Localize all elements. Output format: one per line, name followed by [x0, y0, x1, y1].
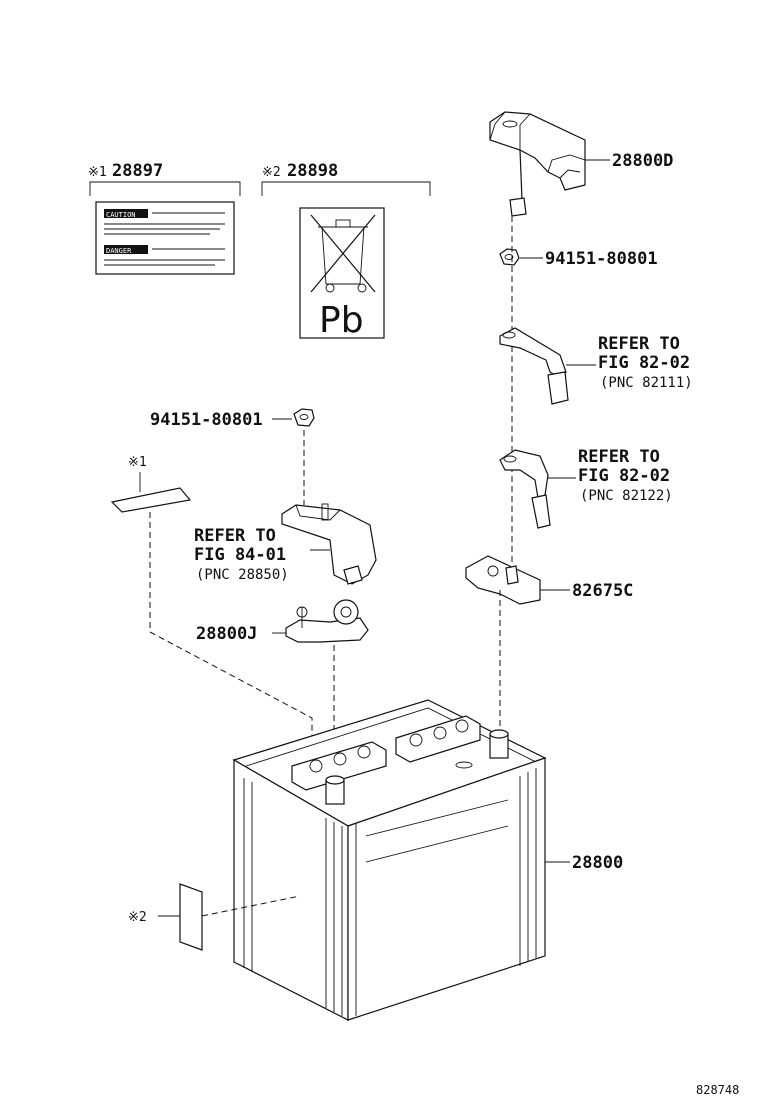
- sticker-28898-position[interactable]: [179, 883, 203, 951]
- terminal-pnc-82111[interactable]: [499, 327, 596, 405]
- label1-mark: ※1: [88, 165, 107, 180]
- ref-82122-pnc: (PNC 82122): [580, 488, 673, 504]
- ref-28850-line1: REFER TO: [194, 526, 276, 546]
- label-nut-right[interactable]: 94151-80801: [545, 249, 658, 269]
- lead-symbol: Pb: [319, 300, 364, 341]
- warning-header1-text: CAUTION: [106, 211, 136, 219]
- ref-82111-line2[interactable]: FIG 82-02: [598, 353, 690, 373]
- label-28898-group: ※2 28898 Pb: [261, 161, 431, 341]
- ref-82111-line1: REFER TO: [598, 334, 680, 354]
- battery-cover-28800D[interactable]: [489, 111, 610, 217]
- label-28800[interactable]: 28800: [572, 853, 623, 873]
- ref-28850-pnc: (PNC 28850): [196, 567, 289, 583]
- label-82675C[interactable]: 82675C: [572, 581, 633, 601]
- label2-mark: ※2: [262, 165, 281, 180]
- nut-94151-left[interactable]: [272, 408, 315, 427]
- ref-82122-line2[interactable]: FIG 82-02: [578, 466, 670, 486]
- battery-28800[interactable]: [232, 699, 570, 1021]
- sticker-28897-position[interactable]: [110, 487, 192, 513]
- label1-part-number[interactable]: 28897: [112, 161, 163, 181]
- diagram-id: 828748: [696, 1083, 739, 1097]
- ref-82111-pnc: (PNC 82111): [600, 375, 693, 391]
- label-28897-group: ※1 28897 CAUTION DANGER: [88, 161, 241, 275]
- fuse-block-pnc-28850[interactable]: [281, 503, 377, 585]
- mark-2-text: ※2: [128, 910, 147, 925]
- label2-part-number[interactable]: 28898: [287, 161, 338, 181]
- label-nut-left[interactable]: 94151-80801: [150, 410, 263, 430]
- mark-1-text: ※1: [128, 455, 147, 470]
- terminal-pnc-82122[interactable]: [499, 449, 576, 529]
- warning-header-block1: [104, 209, 148, 218]
- warning-header-block2: [104, 245, 148, 254]
- label-28800J[interactable]: 28800J: [196, 624, 257, 644]
- label-28800D[interactable]: 28800D: [612, 151, 673, 171]
- nut-94151-right[interactable]: [499, 248, 543, 266]
- warning-header2-text: DANGER: [106, 247, 132, 255]
- ref-82122-line1: REFER TO: [578, 447, 660, 467]
- ref-28850-line2[interactable]: FIG 84-01: [194, 545, 286, 565]
- label1-bracket: [89, 181, 241, 196]
- label2-bracket: [261, 181, 431, 196]
- assembly-line-sticker2: [201, 895, 301, 917]
- terminal-28800J[interactable]: [272, 599, 369, 643]
- recycle-label-sticker[interactable]: [299, 207, 385, 339]
